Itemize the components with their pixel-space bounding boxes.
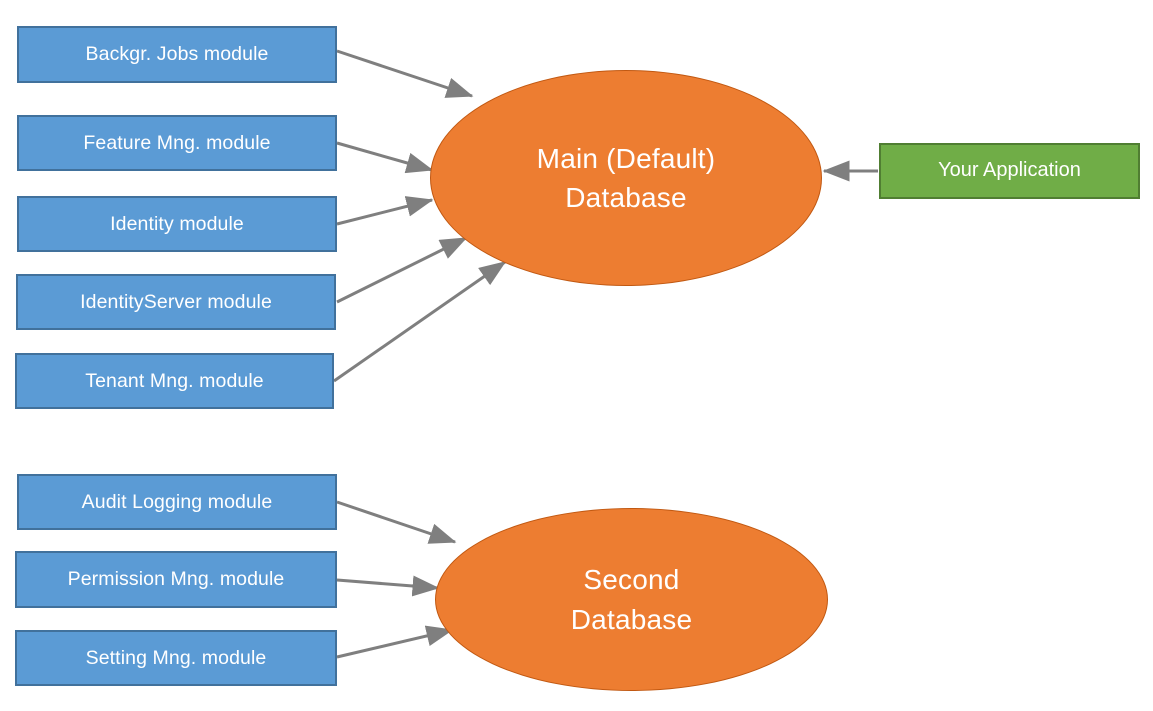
module-label: Feature Mng. module (83, 131, 271, 154)
edge-permission-mng-to-second-db (336, 575, 440, 597)
module-label: Audit Logging module (81, 490, 273, 513)
edge-identityserver-to-main-db (336, 236, 468, 304)
module-box-backgr-jobs[interactable]: Backgr. Jobs module (17, 26, 337, 83)
edge-feature-mng-to-main-db (336, 141, 434, 174)
module-label: IdentityServer module (80, 290, 272, 313)
module-box-audit-logging[interactable]: Audit Logging module (17, 474, 337, 530)
module-box-feature-mng[interactable]: Feature Mng. module (17, 115, 337, 171)
edge-setting-mng-to-second-db (336, 625, 454, 659)
module-label: Backgr. Jobs module (85, 43, 269, 65)
module-label: Setting Mng. module (85, 646, 267, 669)
module-box-identityserver[interactable]: IdentityServer module (16, 274, 336, 330)
your-application-box[interactable]: Your Application (879, 143, 1140, 199)
second-database-node[interactable]: Second Database (435, 508, 828, 691)
module-box-permission-mng[interactable]: Permission Mng. module (15, 551, 337, 608)
edge-tenant-mng-to-main-db (333, 260, 507, 383)
module-box-setting-mng[interactable]: Setting Mng. module (15, 630, 337, 686)
application-label: Your Application (938, 159, 1081, 182)
edge-identity-to-main-db (336, 196, 434, 226)
edge-backgr-jobs-to-main-db (336, 49, 474, 98)
main-database-label-line-1: Main (Default) (536, 142, 716, 174)
main-default-database-node[interactable]: Main (Default) Database (430, 70, 822, 286)
main-database-label-line-2: Database (565, 182, 687, 213)
module-box-identity[interactable]: Identity module (17, 196, 337, 252)
edge-audit-logging-to-second-db (336, 500, 457, 544)
second-database-label-line-2: Database (570, 603, 693, 635)
module-box-tenant-mng[interactable]: Tenant Mng. module (15, 353, 334, 409)
module-label: Tenant Mng. module (85, 369, 264, 392)
second-database-label-line-1: Second (583, 564, 680, 596)
module-label: Identity module (110, 212, 244, 235)
module-label: Permission Mng. module (67, 568, 285, 590)
